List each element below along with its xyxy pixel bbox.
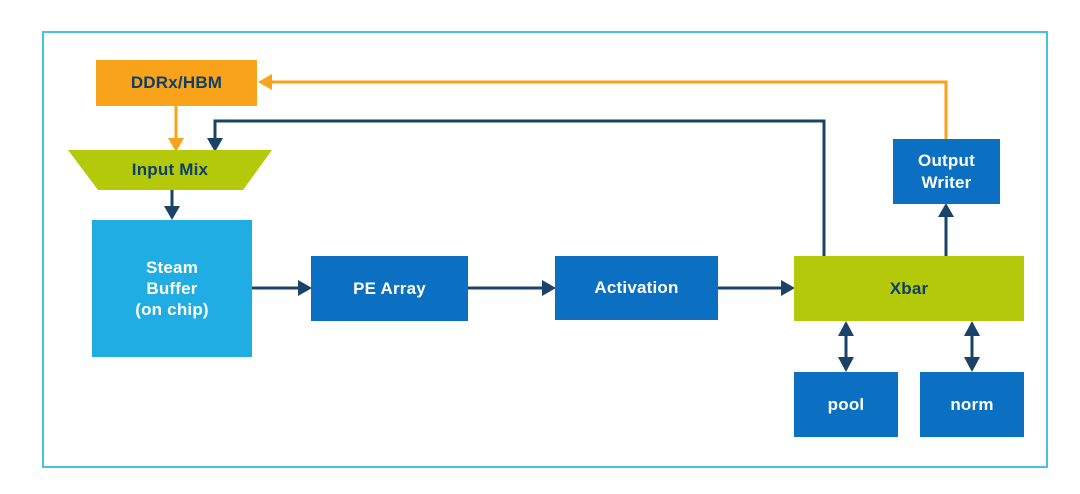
node-activation: Activation — [555, 256, 718, 320]
node-xbar: Xbar — [794, 256, 1024, 321]
node-output-writer: Output Writer — [893, 139, 1000, 204]
node-pe-array: PE Array — [311, 256, 468, 321]
node-norm: norm — [920, 372, 1024, 437]
node-ddrx-hbm: DDRx/HBM — [96, 60, 257, 106]
node-input-mix: Input Mix — [68, 150, 272, 190]
node-pool: pool — [794, 372, 898, 437]
diagram-frame — [42, 31, 1048, 468]
node-steam-buffer: Steam Buffer (on chip) — [92, 220, 252, 357]
